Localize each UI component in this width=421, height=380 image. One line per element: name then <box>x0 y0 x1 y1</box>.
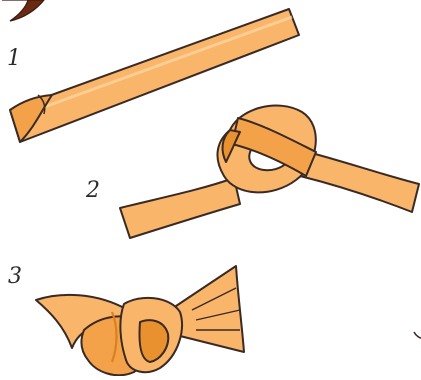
step-2-ribbon-knot-icon <box>120 106 419 238</box>
corner-swirl-icon <box>2 0 44 21</box>
edge-mark-icon <box>414 332 421 338</box>
step-3-ribbon-bow-icon <box>36 266 244 375</box>
step-3-number: 3 <box>8 266 22 288</box>
step-2-number: 2 <box>86 180 100 202</box>
step-1-number: 1 <box>7 48 21 70</box>
